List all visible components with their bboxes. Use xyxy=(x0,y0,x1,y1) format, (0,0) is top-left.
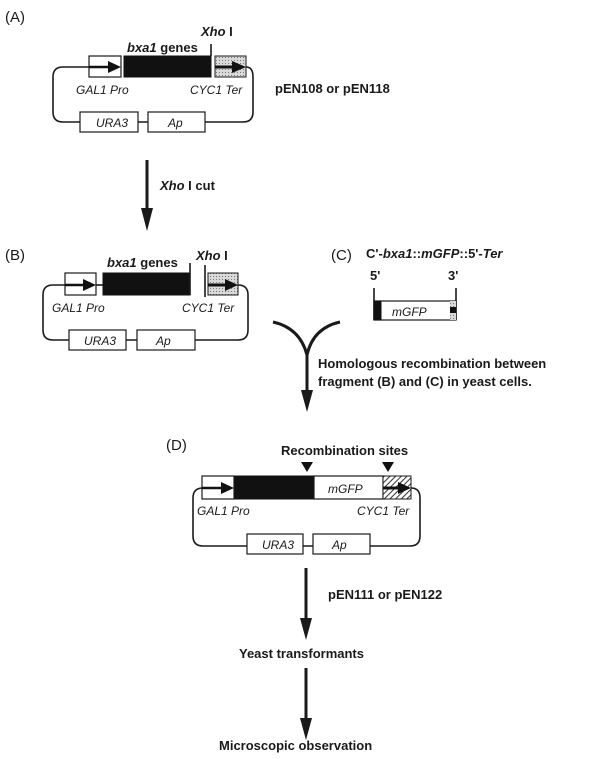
panel-c: (C) C'-bxa1::mGFP::5'-Ter 5' 3' mGFP xyxy=(331,246,503,321)
panel-c-fragment-title: C'-bxa1::mGFP::5'-Ter xyxy=(366,246,503,261)
panel-a-label: (A) xyxy=(5,9,25,26)
panel-d-ura3-label: URA3 xyxy=(262,538,294,552)
step-arrow-observation xyxy=(300,668,312,740)
panel-b-ap-label: Ap xyxy=(155,334,171,348)
step-1-label: Xho I cut xyxy=(159,178,216,193)
panel-b-xhoi-label: Xho I xyxy=(195,248,228,263)
panel-d-sites-label: Recombination sites xyxy=(281,443,408,458)
step-2-line-2: fragment (B) and (C) in yeast cells. xyxy=(318,374,532,389)
result-microscopic-observation: Microscopic observation xyxy=(219,738,372,753)
panel-b-terminator-label: CYC1 Ter xyxy=(182,301,235,315)
panel-a-ap-box xyxy=(147,111,206,133)
recombination-site-marker-right-icon xyxy=(382,462,394,472)
panel-b-terminator-arrowhead-icon xyxy=(225,279,238,291)
panel-d-promoter-arrowhead-icon xyxy=(221,482,234,494)
panel-d-label: (D) xyxy=(166,437,187,454)
step-arrow-transformation: pEN111 or pEN122 xyxy=(300,568,442,640)
panel-b-label: (B) xyxy=(5,247,25,264)
merge-right-arc xyxy=(305,320,341,356)
panel-d-ura3-box xyxy=(246,533,304,555)
panel-a-promoter-label: GAL1 Pro xyxy=(76,83,129,97)
panel-a: (A) Xho I bxa1 genes GAL1 Pro CYC1 Ter U… xyxy=(5,9,390,133)
arrow-3-head-icon xyxy=(300,618,312,640)
panel-b-ura3-label: URA3 xyxy=(84,334,116,348)
panel-d-bxa1-gene-block xyxy=(234,475,315,500)
panel-a-terminator-arrowhead-icon xyxy=(232,61,246,73)
step-2-line-1: Homologous recombination between xyxy=(318,356,546,371)
panel-c-ter-homology-bottom xyxy=(450,313,456,320)
recombination-site-marker-left-icon xyxy=(301,462,313,472)
panel-a-ap-label: Ap xyxy=(167,116,183,130)
panel-a-ura3-box xyxy=(79,111,139,133)
panel-a-gene-label: bxa1 genes xyxy=(127,40,198,55)
panel-d-ap-box xyxy=(312,533,371,555)
panel-d-terminator-label: CYC1 Ter xyxy=(357,504,410,518)
arrow-2-head-icon xyxy=(301,390,313,412)
panel-b: (B) bxa1 genes Xho I GAL1 Pro CYC1 Ter U… xyxy=(5,247,249,351)
panel-c-ter-homology-top xyxy=(450,301,456,307)
panel-c-mgfp-label: mGFP xyxy=(392,305,427,319)
panel-b-promoter-label: GAL1 Pro xyxy=(52,301,105,315)
panel-b-promoter-arrowhead-icon xyxy=(83,279,96,291)
panel-d-ap-label: Ap xyxy=(331,538,347,552)
panel-b-ap-box xyxy=(136,329,196,351)
panel-a-plasmid-backbone xyxy=(52,66,254,123)
panel-d-promoter-label: GAL1 Pro xyxy=(197,504,250,518)
panel-b-gene-label: bxa1 genes xyxy=(107,255,178,270)
step-arrow-recombination: Homologous recombination between fragmen… xyxy=(272,320,546,412)
step-3-label: pEN111 or pEN122 xyxy=(328,587,442,602)
panel-a-plasmid-names: pEN108 or pEN118 xyxy=(275,81,390,96)
panel-a-xhoi-label: Xho I xyxy=(200,24,233,39)
panel-a-promoter-arrowhead-icon xyxy=(108,61,121,73)
panel-b-ura3-box xyxy=(68,329,127,351)
panel-d-plasmid-backbone xyxy=(192,487,421,547)
arrow-4-head-icon xyxy=(300,718,312,740)
panel-d: (D) Recombination sites mGFP GAL1 Pro CY… xyxy=(166,437,421,555)
result-yeast-transformants: Yeast transformants xyxy=(239,646,364,661)
panel-c-ter-arrow-mark xyxy=(450,307,456,313)
panel-c-5prime-label: 5' xyxy=(370,268,380,283)
panel-a-terminator-label: CYC1 Ter xyxy=(190,83,243,97)
panel-b-bxa1-gene-block xyxy=(102,272,191,296)
panel-d-terminator-arrowhead-icon xyxy=(398,482,411,494)
panel-c-3prime-label: 3' xyxy=(448,268,458,283)
step-arrow-xhoi-cut: Xho I cut xyxy=(141,160,216,231)
panel-d-mgfp-label: mGFP xyxy=(328,482,363,496)
arrow-1-head-icon xyxy=(141,208,153,231)
panel-b-plasmid-backbone xyxy=(42,284,249,341)
panel-c-bxa1-homology-block xyxy=(373,300,382,321)
panel-c-label: (C) xyxy=(331,247,352,264)
panel-a-ura3-label: URA3 xyxy=(96,116,128,130)
panel-a-bxa1-gene-block xyxy=(123,55,212,78)
merge-left-arc xyxy=(272,320,309,356)
